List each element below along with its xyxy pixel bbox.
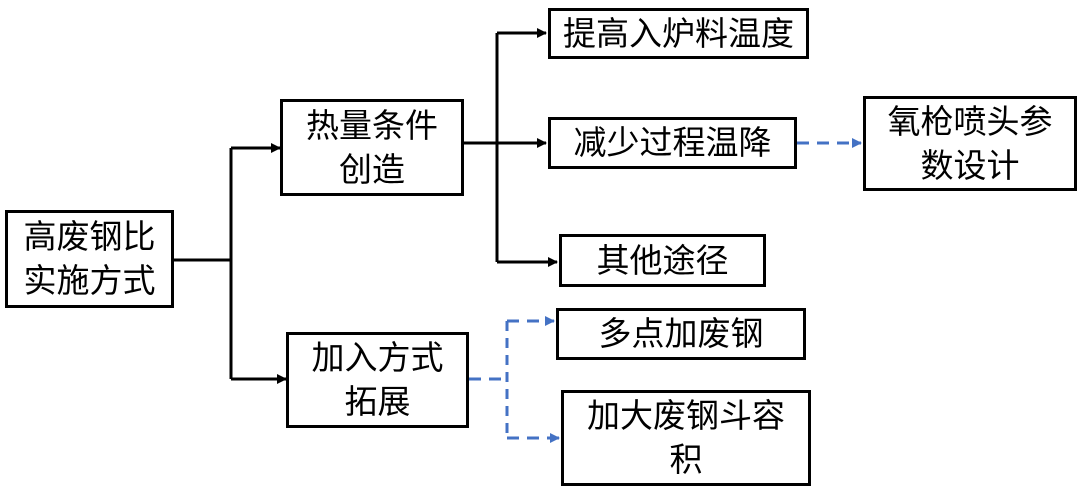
other-ways-node: 其他途径: [559, 234, 766, 287]
oxygen-lance-design-node: 氧枪喷头参 数设计: [863, 96, 1077, 191]
add-branch-node: 加入方式 拓展: [286, 332, 469, 428]
root-node: 高废钢比 实施方式: [5, 210, 174, 308]
multipoint-scrap-node: 多点加废钢: [556, 308, 806, 360]
bucket-volume-node: 加大废钢斗容 积: [561, 390, 811, 486]
reduce-temp-drop-node: 减少过程温降: [548, 117, 797, 169]
preheat-charge-node: 提高入炉料温度: [548, 8, 809, 59]
heat-branch-node: 热量条件 创造: [280, 99, 464, 196]
